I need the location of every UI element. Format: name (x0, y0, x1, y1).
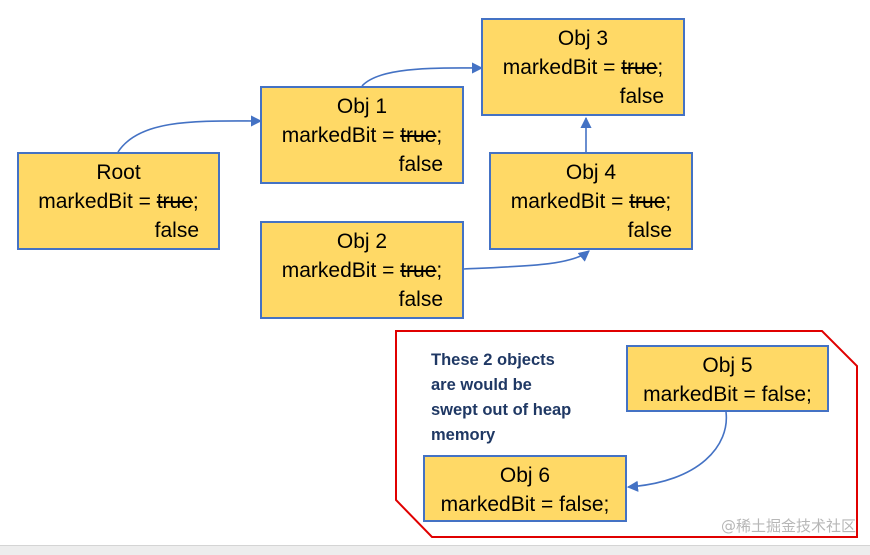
marked-bit-label: markedBit = (502, 56, 622, 79)
unreachable-region-outline (395, 330, 858, 538)
node-title: Obj 5 (702, 354, 753, 377)
marked-bit-label: markedBit = (281, 259, 401, 282)
old-value-struck: true (156, 190, 193, 213)
marked-bit-line: markedBit = true; (262, 256, 462, 285)
new-value: false (398, 288, 443, 311)
semicolon: ; (436, 124, 443, 147)
new-value: false (619, 85, 664, 108)
note-line: swept out of heap (431, 401, 572, 419)
note-line: memory (431, 426, 496, 444)
marked-bit-line: markedBit = true; (491, 187, 691, 216)
node-obj5: Obj 5 markedBit = false; (626, 345, 829, 412)
marked-bit-line: markedBit = true; (262, 121, 462, 150)
marked-bit-line: markedBit = false; (643, 383, 812, 406)
marked-bit-label: markedBit = (281, 124, 401, 147)
node-obj6: Obj 6 markedBit = false; (423, 455, 627, 522)
edge-root-to-obj1 (117, 115, 263, 153)
new-value: false (398, 153, 443, 176)
semicolon: ; (657, 56, 664, 79)
node-title: Obj 4 (565, 161, 617, 184)
old-value-struck: true (621, 56, 658, 79)
marked-bit-label: markedBit = (38, 190, 157, 213)
node-title: Obj 3 (557, 27, 609, 50)
new-value: false (154, 219, 199, 242)
node-title: Obj 6 (499, 464, 551, 487)
node-title: Root (96, 161, 141, 184)
marked-bit-line: markedBit = true; (19, 187, 218, 216)
node-obj2: Obj 2 markedBit = true; false (260, 221, 464, 319)
edge-obj1-to-obj3 (361, 62, 484, 87)
old-value-struck: true (629, 190, 666, 213)
node-root: Root markedBit = true; false (17, 152, 220, 250)
node-obj1: Obj 1 markedBit = true; false (260, 86, 464, 184)
semicolon: ; (192, 190, 199, 213)
edge-obj5-to-obj6 (626, 411, 728, 492)
node-title: Obj 2 (336, 230, 388, 253)
new-value: false (627, 219, 672, 242)
watermark: @稀土掘金技术社区 (720, 517, 856, 535)
semicolon: ; (665, 190, 672, 213)
old-value-struck: true (400, 124, 437, 147)
old-value-struck: true (400, 259, 437, 282)
marked-bit-line: markedBit = false; (440, 493, 610, 516)
semicolon: ; (436, 259, 443, 282)
node-title: Obj 1 (336, 95, 388, 118)
note-line: These 2 objects (431, 351, 555, 369)
node-obj4: Obj 4 markedBit = true; false (489, 152, 693, 250)
bottom-scroll-strip (0, 545, 870, 555)
edge-obj2-to-obj4 (463, 250, 590, 270)
unreachable-note: These 2 objects are would be swept out o… (431, 348, 611, 448)
node-obj3: Obj 3 markedBit = true; false (481, 18, 685, 116)
note-line: are would be (431, 376, 532, 394)
marked-bit-label: markedBit = (510, 190, 630, 213)
marked-bit-line: markedBit = true; (483, 53, 683, 82)
